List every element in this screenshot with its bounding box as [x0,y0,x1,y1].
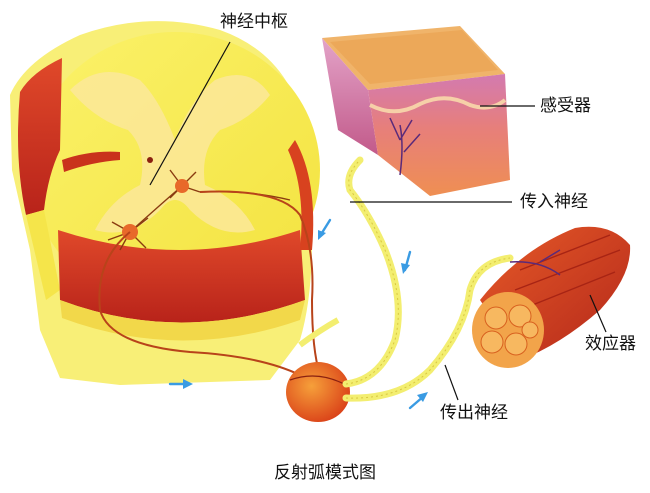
arrow-icon [401,252,410,274]
spinal-cord [10,21,320,385]
label-center: 神经中枢 [220,12,288,32]
figure-caption: 反射弧模式图 [0,458,650,483]
arrow-icon [410,392,428,408]
interneuron-body [175,179,189,193]
label-effector: 效应器 [585,334,636,354]
dorsal-root-ganglion [286,362,350,422]
label-afferent: 传入神经 [520,192,588,212]
label-efferent: 传出神经 [440,403,508,423]
arrow-icon [318,220,330,240]
label-receptor: 感受器 [540,96,591,116]
afferent-nerve [346,160,398,384]
